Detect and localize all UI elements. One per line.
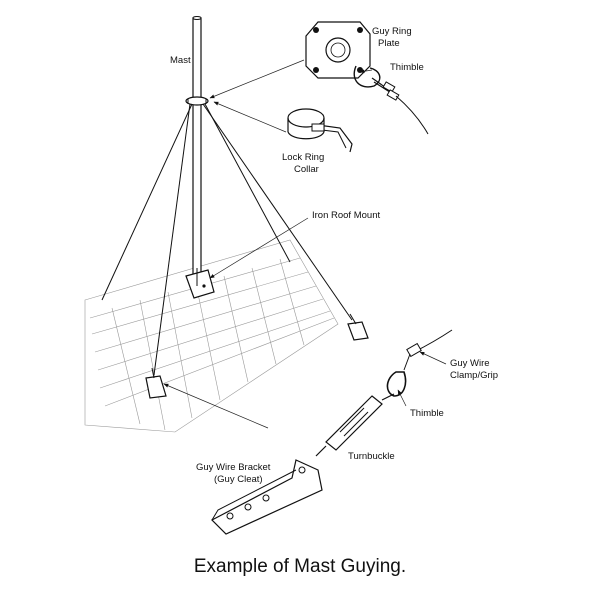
label-lock-ring-2: Collar — [294, 164, 319, 175]
label-guy-ring-plate-2: Plate — [378, 38, 400, 49]
roof-panel — [84, 239, 339, 433]
guy-cleats-on-roof — [145, 313, 369, 399]
callout-arrows — [163, 59, 447, 429]
label-guy-wire-clamp-1: Guy Wire — [450, 358, 490, 369]
label-guy-bracket-1: Guy Wire Bracket — [196, 462, 271, 473]
guy-ring-plate-detail — [305, 21, 429, 135]
label-guy-ring-plate-1: Guy Ring — [372, 26, 412, 37]
diagram-caption: Example of Mast Guying. — [194, 556, 406, 577]
label-turnbuckle: Turnbuckle — [348, 451, 395, 462]
label-guy-wire-clamp-2: Clamp/Grip — [450, 370, 498, 381]
label-guy-bracket-2: (Guy Cleat) — [214, 474, 263, 485]
lock-ring-collar-detail — [287, 108, 353, 153]
label-lock-ring-1: Lock Ring — [282, 152, 324, 163]
label-iron-roof-mount: Iron Roof Mount — [312, 210, 380, 221]
label-thimble-top: Thimble — [390, 62, 424, 73]
iron-roof-mount — [185, 268, 215, 299]
label-thimble-bottom: Thimble — [410, 408, 444, 419]
guy-wires — [101, 103, 353, 376]
label-mast: Mast — [170, 55, 191, 66]
turnbuckle-assembly-detail — [210, 329, 453, 535]
